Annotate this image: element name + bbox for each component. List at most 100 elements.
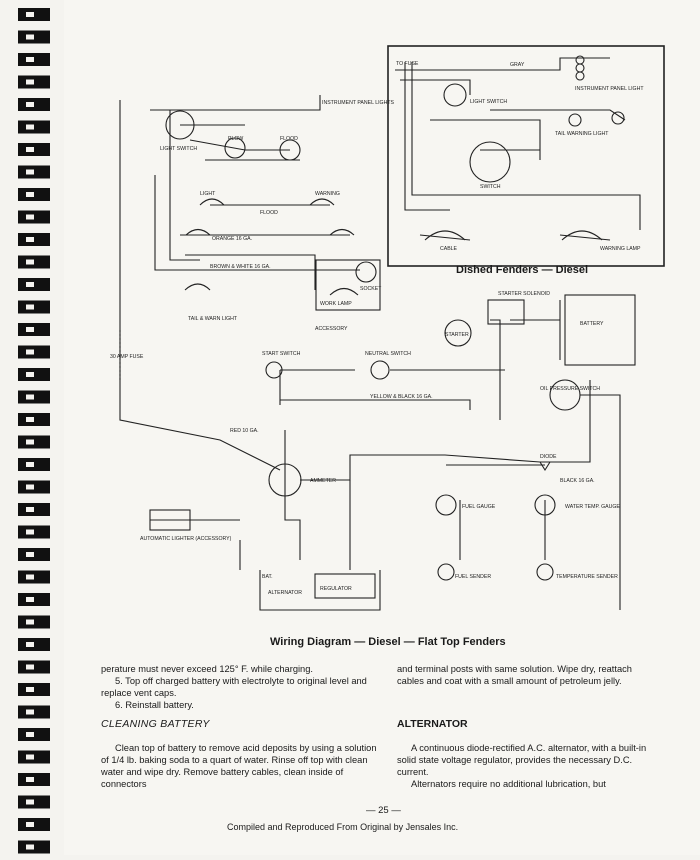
- binding-hole: [26, 124, 34, 130]
- binding-hole: [26, 732, 34, 737]
- label-lighter: AUTOMATIC LIGHTER (ACCESSORY): [140, 536, 232, 542]
- binding-hole: [26, 484, 34, 490]
- wiring-diagram: TO FUSE GRAY INSTRUMENT PANEL LIGHT LIGH…: [110, 45, 665, 611]
- label-socket: SOCKET: [360, 286, 382, 292]
- label-water-temp: WATER TEMP. GAUGE: [565, 504, 620, 510]
- binding-hole: [26, 709, 34, 715]
- binding-hole: [26, 259, 34, 265]
- left-step-6: 6. Reinstall battery.: [115, 700, 194, 711]
- binding-hole: [26, 372, 34, 377]
- binding-hole: [26, 552, 34, 557]
- label-plow: PLOW: [228, 136, 243, 142]
- binding-hole: [26, 777, 34, 782]
- alternator-text-2: Alternators require no additional lubric…: [411, 779, 606, 790]
- binding-hole: [26, 687, 34, 692]
- binding-hole: [26, 394, 34, 400]
- label-temp-sender: TEMPERATURE SENDER: [556, 574, 618, 580]
- label-alternator: ALTERNATOR: [268, 590, 302, 596]
- binding-rings: [18, 8, 50, 854]
- label-work-lamp: WORK LAMP: [320, 301, 352, 307]
- label-accessory: ACCESSORY: [315, 326, 348, 332]
- binding-hole: [26, 844, 34, 850]
- inset-label-panel-light: INSTRUMENT PANEL LIGHT: [575, 86, 644, 92]
- inset-label-switch: SWITCH: [480, 184, 501, 190]
- inset-label-gray: GRAY: [510, 62, 525, 68]
- inset-label-warning-lamp: WARNING LAMP: [600, 246, 641, 252]
- label-light: LIGHT: [200, 191, 216, 197]
- diagram-caption: Wiring Diagram — Diesel — Flat Top Fende…: [270, 636, 506, 648]
- binding-hole: [26, 799, 34, 805]
- binding-hole: [26, 79, 34, 85]
- label-ammeter: AMMETER: [310, 478, 336, 484]
- label-tail-light: TAIL & WARN LIGHT: [188, 316, 238, 322]
- label-starter-solenoid: STARTER SOLENOID: [498, 291, 550, 297]
- label-yellow-black: YELLOW & BLACK 16 GA.: [370, 394, 433, 400]
- label-diode: DIODE: [540, 454, 557, 460]
- binding-hole: [26, 169, 34, 175]
- binding-hole: [26, 192, 34, 197]
- alternator-heading: ALTERNATOR: [397, 718, 468, 730]
- label-bat: BAT.: [262, 574, 273, 580]
- label-black: BLACK 16 GA.: [560, 478, 595, 484]
- left-step-5: 5. Top off charged battery with electrol…: [101, 676, 367, 699]
- label-neutral-switch: NEUTRAL SWITCH: [365, 351, 411, 357]
- label-battery: BATTERY: [580, 321, 604, 327]
- binding-hole: [26, 574, 34, 580]
- binding-hole: [26, 462, 34, 467]
- right-column-top: and terminal posts with same solution. W…: [397, 663, 661, 687]
- binding-hole: [26, 12, 34, 17]
- binding-hole: [26, 214, 34, 220]
- label-fuel-sender: FUEL SENDER: [455, 574, 491, 580]
- binding-hole: [26, 102, 34, 107]
- inset-frame: [387, 45, 665, 267]
- binding-hole: [26, 417, 34, 422]
- label-warning: WARNING: [315, 191, 340, 197]
- cleaning-battery-text: Clean top of battery to remove acid depo…: [101, 743, 377, 790]
- inset-caption: Dished Fenders — Diesel: [456, 264, 589, 276]
- binding-hole: [26, 282, 34, 287]
- inset-label-cable: CABLE: [440, 246, 458, 252]
- inset-label-light-switch: LIGHT SWITCH: [470, 99, 507, 105]
- binding-hole: [26, 529, 34, 535]
- right-column-body: A continuous diode-rectified A.C. altern…: [397, 742, 661, 790]
- binding-hole: [26, 822, 34, 827]
- binding-hole: [26, 664, 34, 670]
- label-flood-wire: FLOOD: [260, 210, 278, 216]
- label-regulator: REGULATOR: [320, 586, 352, 592]
- label-fuse: 30 AMP FUSE: [110, 354, 144, 360]
- label-start-switch: START SWITCH: [262, 351, 301, 357]
- binding-hole: [26, 327, 34, 332]
- binding-hole: [26, 34, 34, 40]
- binding-hole: [26, 597, 34, 602]
- binding-hole: [26, 642, 34, 647]
- label-fuel-gauge: FUEL GAUGE: [462, 504, 496, 510]
- inset-label-to-fuse: TO FUSE: [396, 61, 419, 67]
- left-para-continued: perature must never exceed 125° F. while…: [101, 664, 313, 674]
- inset-label-tail-warning: TAIL WARNING LIGHT: [555, 131, 609, 137]
- left-column-body: Clean top of battery to remove acid depo…: [101, 742, 383, 790]
- binding-hole: [26, 439, 34, 445]
- page-number: — 25 —: [366, 805, 401, 816]
- credit-line: Compiled and Reproduced From Original by…: [227, 822, 459, 832]
- binding-hole: [26, 57, 34, 62]
- binding-hole: [26, 147, 34, 152]
- left-column-top: perature must never exceed 125° F. while…: [101, 663, 383, 711]
- binding-hole: [26, 507, 34, 512]
- label-starter: STARTER: [445, 332, 469, 338]
- alternator-text-1: A continuous diode-rectified A.C. altern…: [397, 743, 647, 778]
- spiral-binding: [0, 0, 60, 855]
- label-oil-pressure: OIL PRESSURE SWITCH: [540, 386, 600, 392]
- binding-hole: [26, 619, 34, 625]
- label-orange: ORANGE 16 GA.: [212, 236, 252, 242]
- label-brown: BROWN & WHITE 16 GA.: [210, 264, 271, 270]
- label-instrument-lights: INSTRUMENT PANEL LIGHTS: [322, 100, 395, 106]
- label-flood: FLOOD: [280, 136, 298, 142]
- cleaning-battery-heading: CLEANING BATTERY: [101, 718, 210, 730]
- binding-hole: [26, 304, 34, 310]
- binding-hole: [26, 237, 34, 242]
- binding-hole: [26, 349, 34, 355]
- binding-hole: [26, 754, 34, 760]
- right-para-continued: and terminal posts with same solution. W…: [397, 664, 632, 687]
- label-red: RED 10 GA.: [230, 428, 259, 434]
- label-light-switch: LIGHT SWITCH: [160, 146, 197, 152]
